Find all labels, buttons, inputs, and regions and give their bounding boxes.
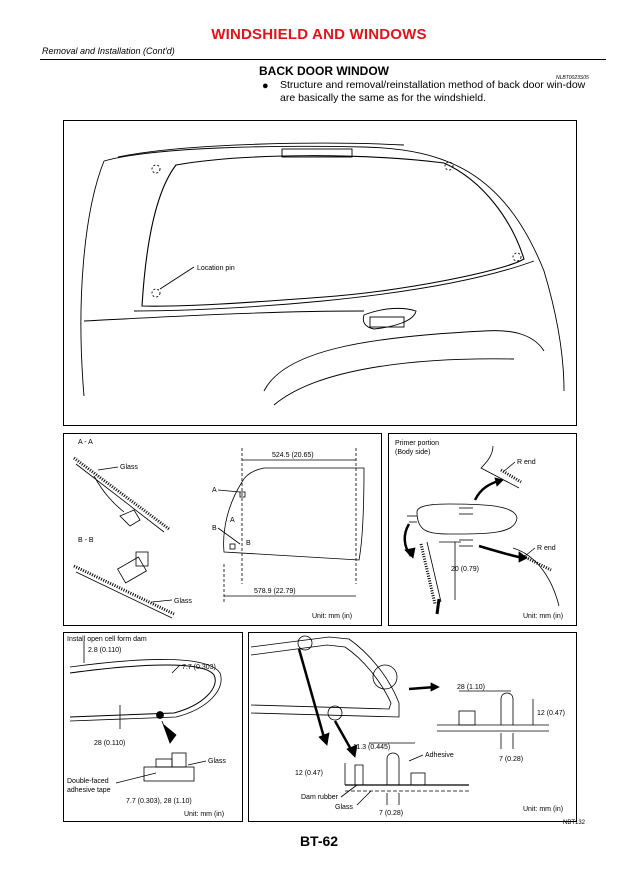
marker-a-1: A (212, 487, 217, 494)
unit-label-4: Unit: mm (in) (523, 806, 563, 813)
dim-7-7-label: 7.7 (0.303) (182, 664, 216, 671)
marker-a-2: A (230, 517, 235, 524)
location-pin-label: Location pin (197, 265, 235, 272)
section-aa-label: A - A (78, 439, 93, 446)
glass-label-1: Glass (120, 464, 138, 471)
dim-bottom-label: 578.9 (22.79) (254, 588, 296, 595)
figure-cross-section: 28 (1.10) 12 (0.47) 7 (0.28) 11.3 (0.445… (248, 632, 577, 822)
dim-7-bottom-label: 7 (0.28) (379, 810, 403, 817)
figure-code: NBT132 (563, 820, 586, 826)
unit-label-1: Unit: mm (in) (312, 613, 352, 620)
page-subtitle: Removal and Installation (Cont'd) (42, 46, 175, 56)
r-end-label-1: R end (517, 459, 536, 466)
page-number: BT-62 (299, 833, 339, 849)
section-code: NLBT0023S05 (556, 75, 589, 81)
primer-label-2: (Body side) (395, 449, 430, 456)
figure-sections-aa-bb: A - A Glass B - B Glass 524.5 (20.65) 57… (63, 433, 382, 626)
primer-label-1: Primer portion (395, 440, 439, 447)
section-bb-label: B - B (78, 537, 94, 544)
figure-back-door: Location pin (63, 120, 577, 426)
section-title: WINDSHIELD AND WINDOWS (211, 26, 427, 43)
r-end-label-2: R end (537, 545, 556, 552)
dim-7-right-label: 7 (0.28) (499, 756, 523, 763)
unit-label-2: Unit: mm (in) (523, 613, 563, 620)
dim-11-3-label: 11.3 (0.445) (353, 744, 390, 751)
bullet-text: Structure and removal/reinstallation met… (280, 79, 586, 104)
marker-b-2: B (246, 540, 251, 547)
dim-28-section-label: 28 (1.10) (457, 684, 485, 691)
dim-12-left-label: 12 (0.47) (295, 770, 323, 777)
dim-28-label: 28 (0.110) (94, 740, 125, 747)
dam-glass-label: Glass (208, 758, 226, 765)
dim-2-8-label: 2.8 (0.110) (88, 647, 121, 654)
bullet-icon: ● (262, 80, 269, 92)
dim-20-label: 20 (0.79) (451, 566, 479, 573)
unit-label-3: Unit: mm (in) (184, 811, 224, 818)
dam-rubber-label: Dam rubber (301, 794, 339, 801)
dim-bottom-label: 7.7 (0.303), 28 (1.10) (126, 798, 192, 805)
dim-top-label: 524.5 (20.65) (272, 452, 314, 459)
header-rule (40, 59, 606, 60)
tape-label-1: Double-faced (67, 778, 109, 785)
section-glass-label: Glass (335, 804, 353, 811)
figure-primer-portion: Primer portion (Body side) R end 20 (0.7… (388, 433, 577, 626)
dam-title: Install open cell form dam (67, 636, 147, 643)
section-heading: BACK DOOR WINDOW (259, 64, 389, 78)
dim-12-right-label: 12 (0.47) (537, 710, 565, 717)
glass-label-2: Glass (174, 598, 192, 605)
tape-label-2: adhesive tape (67, 787, 111, 794)
adhesive-label: Adhesive (425, 752, 454, 759)
figure-dam-install: Install open cell form dam 2.8 (0.110) 7… (63, 632, 243, 822)
marker-b-1: B (212, 525, 217, 532)
